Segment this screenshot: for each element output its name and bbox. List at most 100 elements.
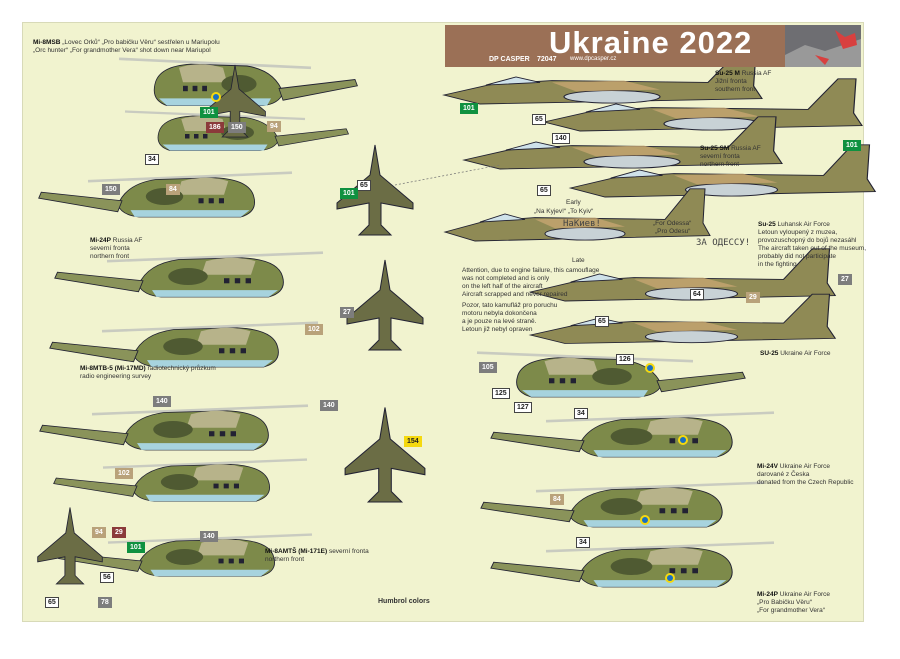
marking-number-badge: 94 [92,527,106,538]
note-pozor: Pozor, tato kamufláž pro poruchu motoru … [462,302,557,334]
caption-text: severní fronta [328,548,369,555]
marking-number-badge: 140 [200,531,218,542]
caption-type: Su-25 M [715,70,740,77]
marking-number-badge: 64 [690,289,704,300]
marking-number-badge: 34 [576,537,590,548]
caption-line: southern front [715,86,771,94]
marking-number-badge: 84 [166,184,180,195]
caption-text: provozuschopný do bojů nezasáhl [758,237,857,244]
caption-line: probably did not participate [758,253,866,261]
caption-line: provozuschopný do bojů nezasáhl [758,237,866,245]
marking-number-badge: 84 [550,494,564,505]
caption-type: Su-25 [758,221,776,228]
caption-text: probably did not participate [758,253,837,260]
caption-line: „For grandmother Vera“ [757,607,830,615]
brand-name: DP CASPER [489,56,530,63]
pozor-line: motoru nebyla dokončena [462,310,537,317]
caption-text: in the fighting [758,261,797,268]
caption-text: Ukraine Air Force [780,350,831,357]
caption-line: Su-25 Luhansk Air Force [758,221,866,229]
attention-line: was not completed and is only [462,275,550,282]
caption-line: Mi-8MTB-5 (Mi-17MD) radiotechnický průzk… [80,365,216,373]
caption-type: Mi-8AMTŠ (Mi-171E) [265,548,328,555]
caption-line: severní fronta [90,245,142,253]
caption-text: „Lovec Orků“ „Pro babičku Věru“ sestřele… [62,39,220,46]
caption-line: Mi-24V Ukraine Air Force [757,463,853,471]
marking-number-badge: 150 [228,122,246,133]
caption-text: Russia AF [741,70,772,77]
sheet-title: Ukraine 2022 [549,25,753,60]
pozor-line: Letoun již nebyl opraven [462,326,533,333]
caption-type: Mi-24P [90,237,111,244]
caption-line: Jižní fronta [715,78,771,86]
note-for-odessa: „For Odessa“ [653,220,692,227]
marking-number-badge: 34 [574,408,588,419]
pozor-line: a je pouze na levé straně. [462,318,537,325]
caption-line: northern front [700,161,761,169]
note-na-kiev-cyrillic: НаКиев! [563,219,601,229]
caption-text: radio engineering survey [80,373,152,380]
caption-text: darované z Česka [757,471,810,478]
pozor-line: Pozor, tato kamufláž pro poruchu [462,302,558,309]
attention-line: Aircraft scrapped and never repaired [462,291,568,298]
marking-number-badge: 65 [595,316,609,327]
note-za-odessu-cyrillic: ЗА ОДЕССУ! [696,238,751,248]
caption-line: radio engineering survey [80,373,216,381]
attention-line: Attention, due to engine failure, this c… [462,267,600,274]
caption-text: northern front [265,556,305,563]
marking-number-badge: 27 [340,307,354,318]
marking-number-badge: 154 [404,436,422,447]
caption-line: Mi-24P Ukraine Air Force [757,591,830,599]
caption-text: severní fronta [700,153,740,160]
marking-number-badge: 29 [746,292,760,303]
caption-line: darované z Česka [757,471,853,479]
caption-text: northern front [700,161,740,168]
caption-line: Mi-24P Russia AF [90,237,142,245]
marking-number-badge: 101 [460,103,478,114]
caption-line: „Orc hunter“ „For grandmother Vera“ shot… [33,47,220,55]
caption-text: Russia AF [112,237,143,244]
note-early: Early [566,199,581,206]
marking-number-badge: 102 [305,324,323,335]
marking-number-badge: 140 [320,400,338,411]
marking-number-badge: 94 [267,121,281,132]
caption-line: SU-25 Ukraine Air Force [760,350,830,358]
marking-number-badge: 101 [127,542,145,553]
caption-text: Ukraine Air Force [779,463,830,470]
marking-number-badge: 101 [200,107,218,118]
marking-number-badge: 186 [206,122,224,133]
caption-type: SU-25 [760,350,779,357]
caption-line: severní fronta [700,153,761,161]
caption-type: Su-25 SM [700,145,730,152]
marking-number-badge: 56 [100,572,114,583]
ukraine-roundel-icons [211,92,688,583]
caption-line: Mi-8MSB „Lovec Orků“ „Pro babičku Věru“ … [33,39,220,47]
note-pro-odesu: „Pro Odesu“ [655,228,691,235]
caption-text: „For grandmother Vera“ [757,607,825,614]
caption-text: Ukraine Air Force [779,591,830,598]
marking-number-badge: 150 [102,184,120,195]
caption-type: Mi-8MTB-5 (Mi-17MD) [80,365,146,372]
marking-number-badge: 101 [340,188,358,199]
caption-line: Su-25 M Russia AF [715,70,771,78]
caption-line: „Pro Babičku Věru“ [757,599,830,607]
caption-line: Mi-8AMTŠ (Mi-171E) severní fronta [265,548,369,556]
marking-number-badge: 78 [98,597,112,608]
caption-text: The aircraft taken out of the museum, [758,245,867,252]
caption-text: Jižní fronta [715,78,747,85]
humbrol-colors-note: Humbrol colors [378,598,430,605]
marking-number-badge: 125 [492,388,510,399]
caption-text: southern front [715,86,756,93]
marking-number-badge: 65 [357,180,371,191]
caption-type: Mi-8MSB [33,39,61,46]
caption-text: Luhansk Air Force [777,221,830,228]
caption-text: „Pro Babičku Věru“ [757,599,812,606]
marking-number-badge: 105 [479,362,497,373]
marking-number-badge: 27 [838,274,852,285]
caption-line: in the fighting [758,261,866,269]
